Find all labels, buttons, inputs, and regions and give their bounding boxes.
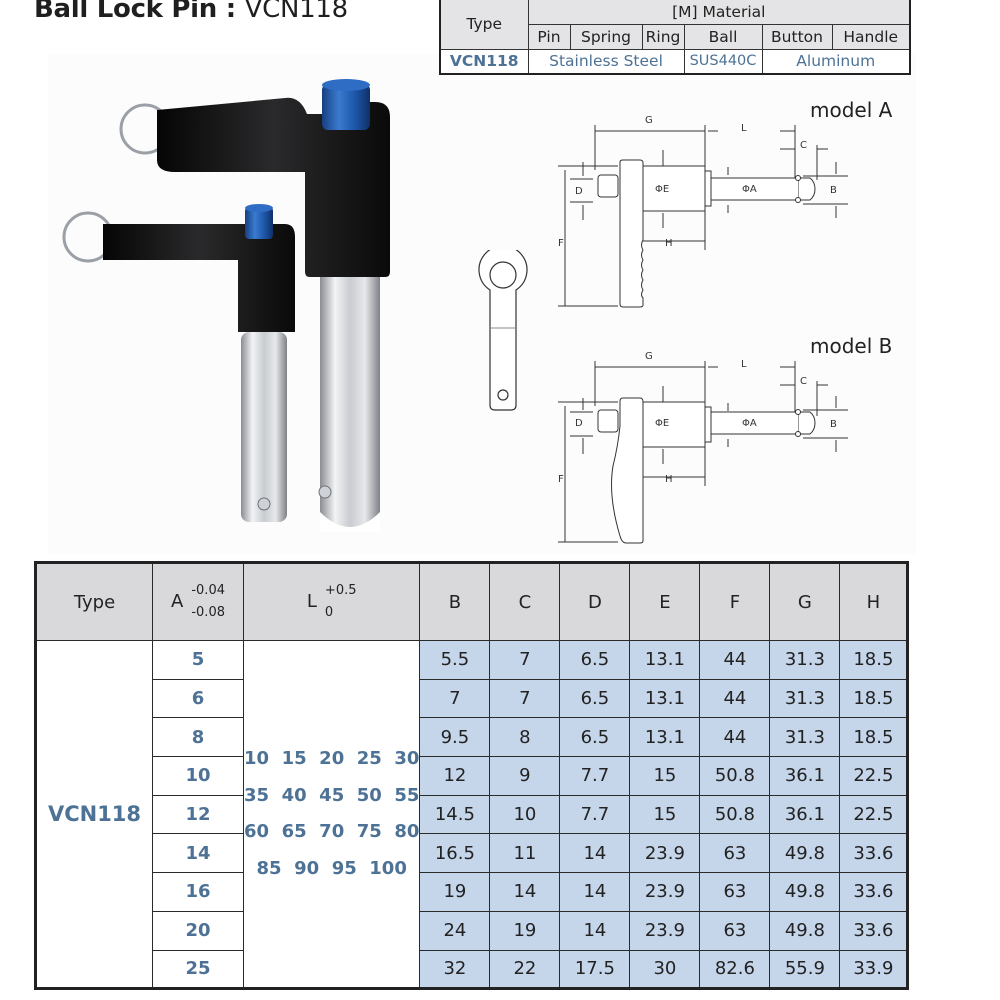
material-type-header: Type bbox=[439, 0, 529, 50]
large-pin-icon bbox=[119, 79, 390, 532]
header-f: F bbox=[699, 562, 771, 641]
handle-side-view-drawing bbox=[478, 250, 528, 411]
svg-text:B: B bbox=[830, 419, 837, 430]
material-type-value: VCN118 bbox=[439, 48, 529, 75]
svg-text:F: F bbox=[558, 474, 564, 485]
header-a: A-0.04-0.08 bbox=[152, 562, 244, 641]
material-col-ring: Ring bbox=[641, 23, 685, 50]
table-row: 14 16.5 11 14 23.9 63 49.8 33.6 bbox=[36, 833, 909, 874]
svg-text:ΦA: ΦA bbox=[742, 418, 757, 429]
l-values-cell: 10 15 20 25 30 35 40 45 50 55 60 65 70 7… bbox=[242, 639, 421, 990]
header-g: G bbox=[769, 562, 841, 641]
material-col-ball: Ball bbox=[683, 23, 763, 50]
material-ball: SUS440C bbox=[683, 48, 763, 75]
svg-text:D: D bbox=[575, 186, 583, 197]
svg-text:C: C bbox=[800, 140, 807, 151]
type-cell: VCN118 bbox=[35, 639, 153, 990]
model-b-drawing: G L C D ΦE ΦA B F H bbox=[558, 351, 848, 544]
table-row: 6 7 7 6.5 13.1 44 31.3 18.5 bbox=[36, 678, 909, 719]
material-table: Type [M] Material Pin Spring Ring Ball B… bbox=[439, 0, 911, 75]
model-a-label: model A bbox=[810, 98, 893, 122]
svg-text:H: H bbox=[665, 238, 673, 249]
title-prefix: Ball Lock Pin : bbox=[34, 0, 245, 24]
header-e: E bbox=[629, 562, 701, 641]
model-a-drawing: G L C D ΦE ΦA B F H bbox=[558, 115, 848, 308]
material-col-button: Button bbox=[761, 23, 833, 50]
table-row: 20 24 19 14 23.9 63 49.8 33.6 bbox=[36, 910, 909, 951]
table-row: 8 9.5 8 6.5 13.1 44 31.3 18.5 bbox=[36, 717, 909, 758]
header-d: D bbox=[559, 562, 631, 641]
table-row: VCN118 5 10 15 20 25 30 35 40 45 50 55 6… bbox=[35, 639, 909, 990]
material-col-handle: Handle bbox=[831, 23, 911, 50]
svg-text:H: H bbox=[665, 474, 673, 485]
header-type: Type bbox=[35, 562, 153, 641]
svg-text:L: L bbox=[741, 123, 747, 134]
material-header: [M] Material bbox=[527, 0, 911, 25]
small-pin-icon bbox=[62, 204, 295, 522]
header-c: C bbox=[489, 562, 561, 641]
table-row: 16 19 14 14 23.9 63 49.8 33.6 bbox=[36, 872, 909, 912]
header-b: B bbox=[419, 562, 491, 641]
title-model: VCN118 bbox=[244, 0, 349, 24]
material-col-spring: Spring bbox=[569, 23, 643, 50]
svg-text:C: C bbox=[800, 376, 807, 387]
svg-text:L: L bbox=[741, 359, 747, 370]
svg-text:ΦA: ΦA bbox=[742, 184, 757, 195]
model-b-label: model B bbox=[810, 334, 893, 358]
table-row: 25 32 22 17.5 30 82.6 55.9 33.9 bbox=[36, 949, 909, 990]
material-col-pin: Pin bbox=[527, 23, 571, 50]
header-h: H bbox=[839, 562, 909, 641]
svg-text:B: B bbox=[830, 185, 837, 196]
svg-text:ΦE: ΦE bbox=[655, 418, 669, 429]
product-photo bbox=[62, 79, 390, 532]
svg-text:D: D bbox=[575, 418, 583, 429]
page-title: Ball Lock Pin : VCN118 bbox=[34, 0, 348, 24]
table-row: 12 14.5 10 7.7 15 50.8 36.1 22.5 bbox=[36, 794, 909, 835]
svg-text:F: F bbox=[558, 238, 564, 249]
a-value: 5 bbox=[152, 640, 244, 680]
svg-text:G: G bbox=[645, 115, 653, 126]
material-pin-spring-ring: Stainless Steel bbox=[527, 48, 685, 75]
material-button-handle: Aluminum bbox=[761, 48, 911, 75]
svg-text:G: G bbox=[645, 351, 653, 362]
table-row: 10 12 9 7.7 15 50.8 36.1 22.5 bbox=[36, 756, 909, 796]
svg-text:ΦE: ΦE bbox=[655, 184, 669, 195]
